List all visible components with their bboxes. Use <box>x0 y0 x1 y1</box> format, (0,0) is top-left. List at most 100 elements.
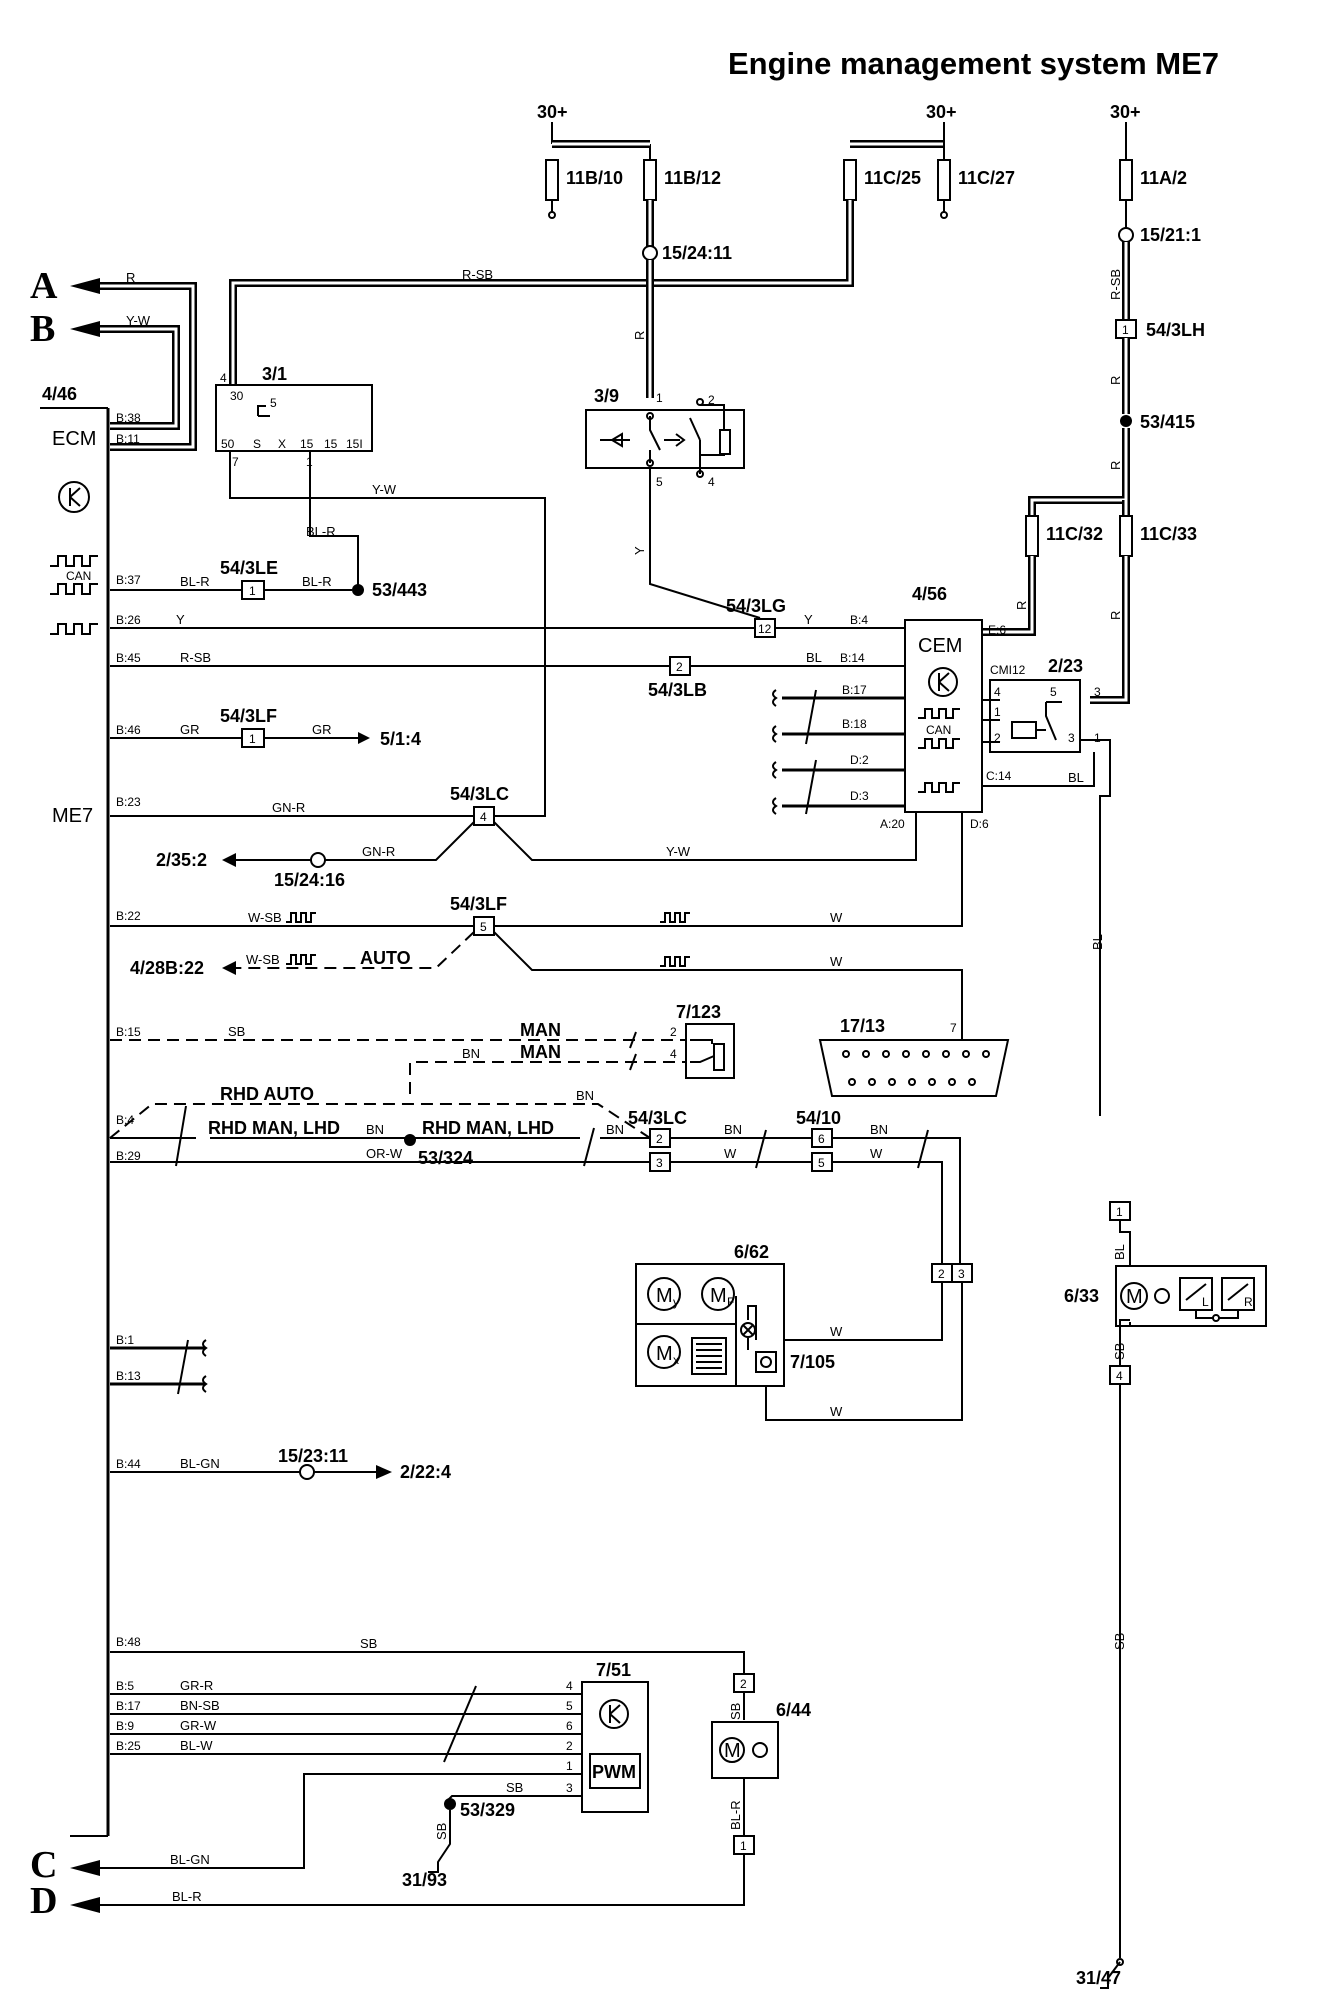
ecm-pin-b29: B:29 <box>116 1149 141 1163</box>
arrow-c <box>70 1860 100 1876</box>
cem-module <box>904 619 983 813</box>
connector-54-3lf <box>241 728 265 748</box>
connector-54-3lg <box>754 618 776 638</box>
splice-15-24-16-label: 15/24:16 <box>274 870 345 890</box>
ign-pin-x: X <box>278 437 286 451</box>
pwm-block <box>589 1753 641 1789</box>
connector-54-3lf-2-label: 54/3LF <box>450 894 507 914</box>
svg-text:3: 3 <box>1068 731 1075 745</box>
wire-blr-d: BL-R <box>172 1889 202 1904</box>
fuse-11c33-label: 11C/33 <box>1140 524 1197 544</box>
switch-3-9-label: 3/9 <box>594 386 619 406</box>
option-auto: AUTO <box>360 948 411 968</box>
option-man-2: MAN <box>520 1042 561 1062</box>
fuse-11c33 <box>1119 515 1133 557</box>
sensor-7-123 <box>685 1023 735 1079</box>
ecm-pin-b13: B:13 <box>116 1369 141 1383</box>
svg-text:2: 2 <box>670 1025 677 1039</box>
relay-label: 2/23 <box>1048 656 1083 676</box>
svg-text:1: 1 <box>740 1839 747 1853</box>
connector-54-10-label: 54/10 <box>796 1108 841 1128</box>
cem-pin-a20: A:20 <box>880 817 905 831</box>
svg-text:1: 1 <box>249 732 256 746</box>
pwm-label: PWM <box>592 1762 636 1782</box>
ecm-pin-b45: B:45 <box>116 651 141 665</box>
fuse-11a2 <box>1119 159 1133 201</box>
svg-text:4: 4 <box>566 1679 573 1693</box>
ref-5-1-4: 5/1:4 <box>380 729 421 749</box>
ecm-pin-b23: B:23 <box>116 795 141 809</box>
svg-text:M: M <box>724 1740 741 1762</box>
svg-text:2: 2 <box>994 731 1001 745</box>
cem-pin-e6: E:6 <box>988 623 1006 637</box>
wire-blw-b25: BL-W <box>180 1738 213 1753</box>
svg-text:12: 12 <box>758 622 772 636</box>
power-30-3: 30+ <box>1110 102 1141 122</box>
sensor-7-123-label: 7/123 <box>676 1002 721 1022</box>
ecm-label: ECM <box>52 428 96 450</box>
svg-text:2: 2 <box>938 1267 945 1281</box>
svg-text:7: 7 <box>232 455 239 469</box>
diagram-title: Engine management system ME7 <box>728 46 1219 81</box>
ecm-signal-icon <box>50 623 98 635</box>
ecm-pin-b4: B:4 <box>116 1113 134 1127</box>
wire-bn-3lc: BN <box>724 1122 742 1137</box>
cem-pin-d2: D:2 <box>850 753 869 767</box>
ref-2-35-2: 2/35:2 <box>156 850 207 870</box>
fuse-11b12 <box>643 159 657 201</box>
wire-bl-relay: BL <box>1068 770 1084 785</box>
svg-text:3: 3 <box>566 1781 573 1795</box>
wire-r-11c33: R <box>1108 611 1123 620</box>
splice-53-415 <box>1120 415 1132 427</box>
svg-text:7: 7 <box>950 1021 957 1035</box>
fuse-11b12-label: 11B/12 <box>664 168 721 188</box>
wire-blr-b37b: BL-R <box>302 574 332 589</box>
arrow-d <box>70 1897 100 1913</box>
fuse-11b10-label: 11B/10 <box>566 168 623 188</box>
svg-text:2: 2 <box>708 393 715 407</box>
svg-text:M: M <box>656 1343 673 1365</box>
ecm-pin-b38: B:38 <box>116 411 141 425</box>
relay-pin-label: CMI12 <box>990 663 1026 677</box>
connector-a: A <box>30 265 58 307</box>
connector-54-3lf-2 <box>473 916 495 936</box>
motor-x-icon <box>647 1335 681 1369</box>
svg-text:3: 3 <box>958 1267 965 1281</box>
svg-text:2: 2 <box>676 660 683 674</box>
ign-pin-15b: 15 <box>324 437 338 451</box>
power-30-2: 30+ <box>926 102 957 122</box>
fan-resistor-l: L <box>1202 1295 1209 1309</box>
cem-label: CEM <box>918 635 962 657</box>
wire-sb-751: SB <box>506 1780 523 1795</box>
ecm-pin-b25: B:25 <box>116 1739 141 1753</box>
fan-motor-icon <box>1120 1282 1148 1310</box>
splice-53-329-label: 53/329 <box>460 1800 515 1820</box>
wire-yw-cem: Y-W <box>666 844 691 859</box>
wire-rsb-top: R-SB <box>462 267 493 282</box>
wire-gr-b46: GR <box>180 722 200 737</box>
motor-f-icon <box>701 1277 735 1311</box>
svg-text:5: 5 <box>566 1699 573 1713</box>
svg-text:M: M <box>656 1285 673 1307</box>
ign-pin-s: S <box>253 437 261 451</box>
ecm-can-icon-1 <box>50 555 98 567</box>
ecm-can-icon-2 <box>50 583 98 595</box>
option-rhd-auto: RHD AUTO <box>220 1084 314 1104</box>
ground-31-47: 31/47 <box>1076 1968 1121 1988</box>
ignition-switch-label: 3/1 <box>262 364 287 384</box>
cem-can-bus <box>782 696 905 808</box>
ecm-pin-b15: B:15 <box>116 1025 141 1039</box>
ign-switch-contact <box>257 405 270 417</box>
svg-text:2: 2 <box>566 1739 573 1753</box>
wire-yw-ign: Y-W <box>372 482 397 497</box>
wire-w-cem: W <box>830 910 843 925</box>
connector-54-3lc <box>473 806 495 826</box>
wire-bl-vertical: BL <box>1090 934 1105 950</box>
ecm-pin-b11: B:11 <box>116 432 140 446</box>
wire-blgn-b44: BL-GN <box>180 1456 220 1471</box>
svg-text:6: 6 <box>566 1719 573 1733</box>
wire-y-b26: Y <box>176 612 185 627</box>
wire-rsb-right: R-SB <box>1108 269 1123 300</box>
ecm-ref: 4/46 <box>42 384 77 404</box>
